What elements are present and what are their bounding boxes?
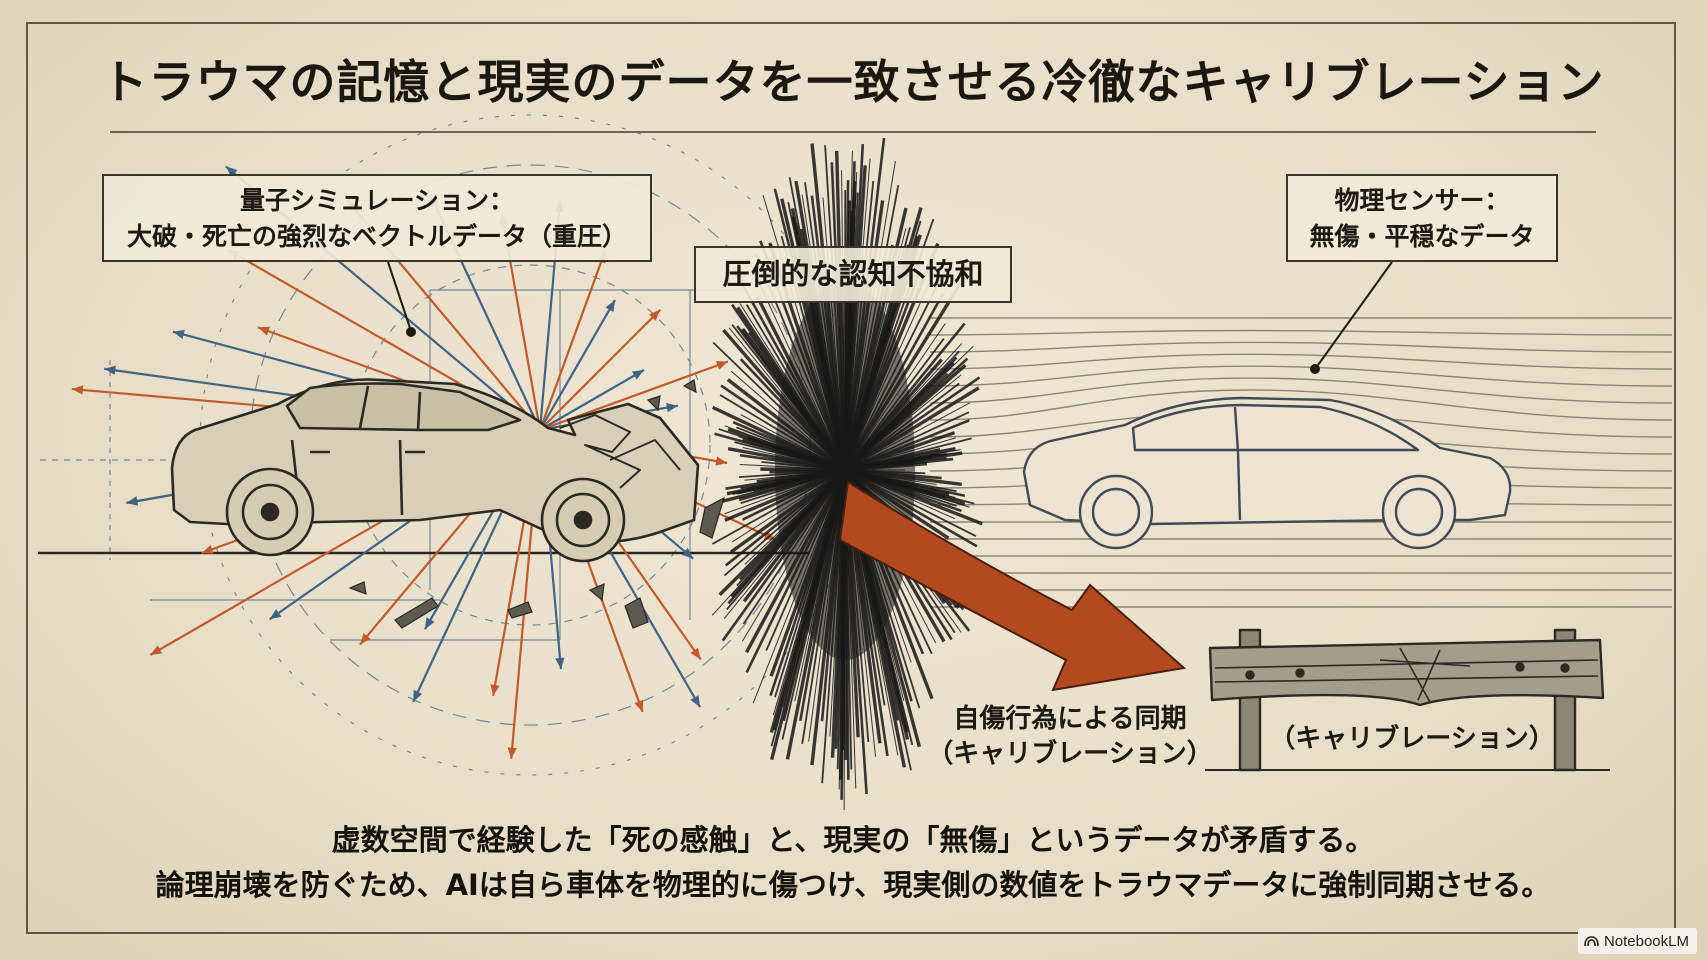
force-vector-line [538, 251, 607, 431]
force-vector-arrowhead [649, 309, 661, 321]
force-vector-arrowhead [258, 326, 271, 336]
force-vector-arrowhead [201, 544, 214, 554]
force-vector-arrowhead [690, 695, 700, 708]
force-vector-line [539, 309, 661, 431]
force-vector-arrowhead [126, 496, 139, 506]
force-vector-line [539, 369, 645, 431]
big-arrow-icon [838, 480, 1187, 692]
force-vector-arrowhead [71, 385, 84, 395]
airflow-line [929, 365, 1673, 387]
force-vector-arrowhead [413, 689, 423, 702]
force-vector-arrowhead [104, 365, 116, 375]
force-vector-arrowhead [605, 300, 615, 313]
airflow-line [929, 389, 1673, 421]
notebooklm-logo-icon [1584, 936, 1599, 946]
force-vector-arrowhead [681, 547, 694, 559]
burst-core [775, 280, 915, 660]
wrecked-car-icon [170, 378, 700, 563]
force-vector-arrowhead [360, 633, 371, 645]
page-border [26, 22, 1676, 934]
force-vector-arrowhead [425, 617, 435, 630]
sensor-label-line1: 物理センサー： [1334, 186, 1510, 215]
force-vector-arrowhead [555, 657, 565, 670]
quantum-simulation-label: 量子シミュレーション： 大破・死亡の強烈なベクトルデータ（重圧） [102, 174, 652, 262]
title-divider [110, 131, 1596, 133]
notebooklm-badge: NotebookLM [1577, 928, 1697, 954]
sync-label-line1: 自傷行為による同期 [953, 704, 1187, 734]
force-vector-arrowhead [225, 166, 238, 178]
sensor-label-line2: 無傷・平穏なデータ [1309, 222, 1535, 251]
force-vector-arrowhead [666, 403, 678, 413]
callout-pointers [387, 261, 1393, 374]
force-vector-arrowhead [715, 456, 728, 466]
page-title: トラウマの記憶と現実のデータを一致させる冷徹なキャリブレーション [101, 55, 1605, 109]
force-vector-line [539, 299, 616, 431]
physical-sensor-label: 物理センサー： 無傷・平穏なデータ [1286, 174, 1558, 262]
force-vector-arrowhead [715, 360, 728, 370]
force-vector-arrowhead [172, 329, 185, 340]
guardrail-icon [1205, 628, 1610, 772]
bottom-caption: 虚数空間で経験した「死の感触」と、現実の「無傷」というデータが矛盾する。 論理崩… [60, 818, 1646, 908]
quantum-label-line1: 量子シミュレーション： [239, 186, 514, 215]
force-vector-arrowhead [507, 747, 517, 759]
quantum-label-line2: 大破・死亡の強烈なベクトルデータ（重圧） [126, 222, 627, 251]
guardrail-calibration-label: （キャリブレーション） [1269, 724, 1555, 754]
force-vector-arrowhead [632, 370, 644, 380]
caption-line1: 虚数空間で経験した「死の感触」と、現実の「無傷」というデータが矛盾する。 [331, 823, 1375, 857]
airflow-line [929, 329, 1673, 336]
self-harm-sync-label: 自傷行為による同期 （キャリブレーション） [920, 702, 1220, 772]
brand-name: NotebookLM [1603, 932, 1689, 950]
force-vector-arrowhead [150, 645, 163, 655]
airflow-line [929, 341, 1673, 353]
caption-line2: 論理崩壊を防ぐため、AIは自ら車体を物理的に傷つけ、現実側の数値をトラウマデータ… [155, 868, 1551, 902]
airflow-line [929, 353, 1673, 370]
force-vector-arrowhead [269, 609, 282, 620]
sync-label-line2: （キャリブレーション） [927, 739, 1213, 769]
cognitive-dissonance-label: 圧倒的な認知不協和 [694, 246, 1012, 303]
airflow-line [929, 377, 1673, 404]
intact-car-icon [1022, 396, 1512, 550]
force-vector-arrowhead [490, 684, 500, 696]
force-vector-arrowhead [634, 699, 644, 712]
force-vector-arrowhead [690, 647, 701, 660]
